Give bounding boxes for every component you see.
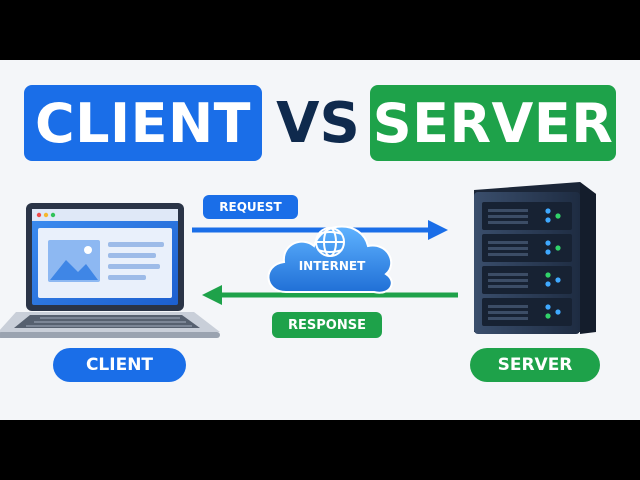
globe-icon (315, 227, 345, 257)
request-arrow (192, 220, 448, 240)
title-vs: VS (276, 90, 360, 156)
diagram-graphics (0, 182, 596, 338)
client-label: CLIENT (53, 348, 186, 382)
title-server: SERVER (370, 85, 616, 161)
image-placeholder-icon (48, 240, 100, 282)
response-label: RESPONSE (272, 312, 382, 338)
server-label: SERVER (470, 348, 600, 382)
server-rack-icon (474, 182, 596, 334)
request-label: REQUEST (203, 195, 298, 219)
letterbox-bottom (0, 420, 640, 480)
response-arrow (202, 285, 458, 305)
internet-label: INTERNET (298, 259, 366, 273)
diagram-canvas: CLIENT VS SERVER (0, 60, 640, 420)
title-client: CLIENT (24, 85, 262, 161)
cloud-icon (267, 225, 393, 294)
letterbox-top (0, 0, 640, 60)
laptop-icon (0, 203, 220, 338)
